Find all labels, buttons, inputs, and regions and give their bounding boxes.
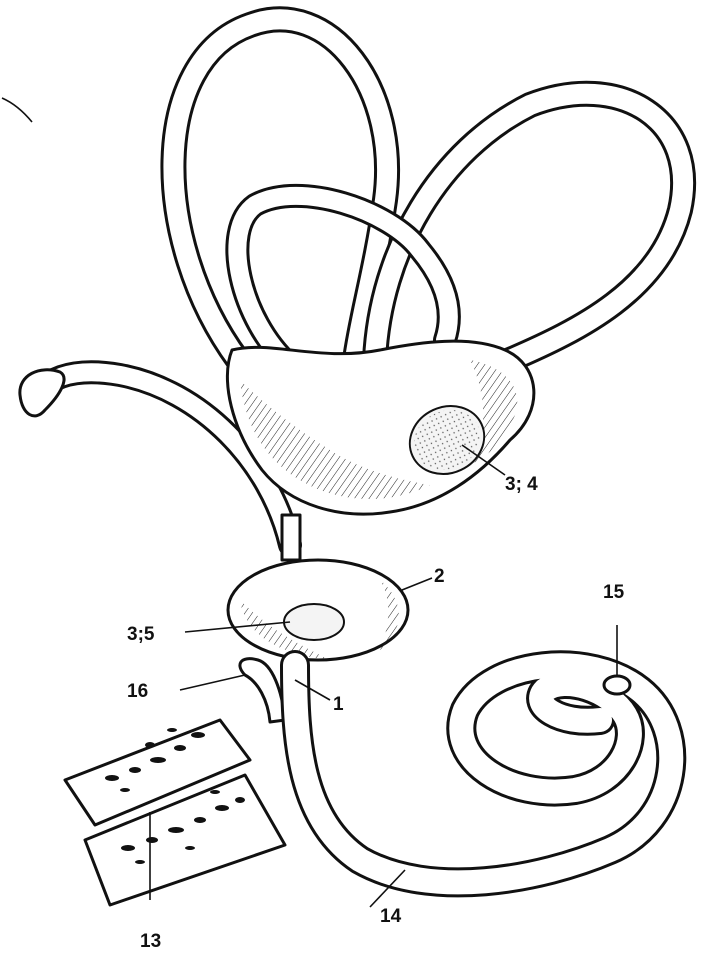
cochlear-duct-tube [295,665,671,882]
bone-blocks [65,720,285,905]
utriculosaccular-duct [282,515,300,560]
leader-2 [402,578,432,590]
semicircular-canals [173,19,683,365]
label-saccule: 2 [434,566,445,587]
label-cochlear-duct: 14 [380,906,402,927]
label-reuniens: 16 [127,681,148,702]
ductus-reuniens [240,659,285,722]
saccule-macula [284,604,344,640]
helicotrema-knob [604,676,630,694]
label-macula-utricle: 3; 4 [505,474,538,495]
leader-16 [180,675,245,690]
label-helicotrema: 15 [603,582,625,603]
stray-mark [2,98,32,122]
endolymphatic-sac [20,370,64,416]
label-macula-saccule: 3;5 [127,624,155,645]
saccule [228,560,408,660]
label-duct: 1 [333,694,344,715]
label-canal-region: 13 [140,931,161,952]
